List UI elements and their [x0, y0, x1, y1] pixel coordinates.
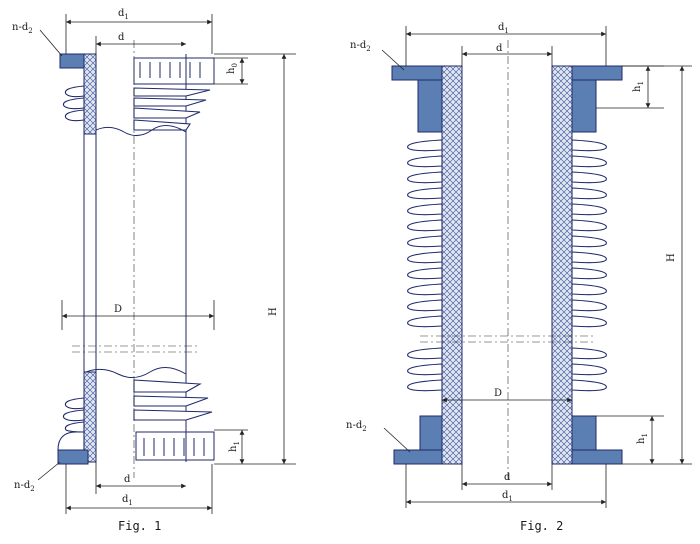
fig2-n-d2-bottom-label: n-d2: [346, 420, 367, 433]
fig1-caption: Fig. 1: [118, 519, 161, 533]
fig2-top-flange-right: [571, 65, 623, 81]
fig2-bottom-flange-left: [393, 449, 445, 465]
fig1-h1-label: h1: [228, 441, 241, 452]
fig1-n-d2-top-label: n-d2: [12, 22, 33, 35]
fig1-d-top-label: d: [118, 32, 125, 43]
fig1-break-top: [95, 125, 187, 136]
fig2-caption: Fig. 2: [520, 519, 563, 533]
fig1-left-sheds-top: [62, 85, 85, 122]
fig2-H-label: H: [666, 253, 677, 262]
fig1-n-d2-bottom-leader: [37, 461, 61, 481]
fig2-wall-right: [551, 65, 573, 465]
fig1-top-sheds: [133, 87, 211, 131]
fig2-d1-bottom-label: d1: [502, 490, 513, 503]
fig1-break-bottom: [85, 367, 187, 378]
fig2-top-flange-left: [391, 65, 443, 81]
fig2-D-label: D: [494, 388, 502, 399]
fig2-d1-top-label: d1: [498, 22, 509, 35]
fig1-left-wall-top: [83, 53, 97, 135]
fig2-d-top-label: d: [496, 43, 503, 54]
fig1-left-wall-bottom: [83, 371, 97, 463]
fig1-bottom-cap: [135, 431, 215, 461]
figure-2: n-d2 d1 d h1 H D n-d2 h1 d d1 Fig. 2: [346, 22, 692, 533]
fig1-d-bottom-label: d: [124, 474, 131, 485]
fig1-top-fins: [139, 62, 201, 78]
fig2-n-d2-bottom-leader: [383, 427, 411, 453]
fig1-n-d2-bottom-label: n-d2: [14, 480, 35, 493]
fig1-bottom-sheds: [133, 379, 213, 421]
fig1-H-label: H: [268, 307, 279, 316]
fig2-wall-left: [441, 65, 463, 465]
fig2-top-hub-right: [571, 79, 597, 133]
fig1-bottom-flange: [57, 449, 89, 465]
fig2-h1-top-label: h1: [632, 81, 645, 92]
fig1-bottom-fins: [143, 438, 205, 456]
fig2-top-hub-left: [417, 79, 443, 133]
fig2-bottom-flange-right: [571, 449, 623, 465]
fig1-left-sheds-bottom: [62, 397, 85, 433]
fig2-d-bottom-label: d: [504, 472, 511, 483]
fig2-n-d2-top-leader: [381, 49, 405, 71]
fig2-sheds-right: [571, 139, 607, 392]
fig2-h1-bottom-label: h1: [636, 433, 649, 444]
fig1-h0-label: h0: [226, 63, 239, 74]
fig1-D-label: D: [114, 304, 122, 315]
figure-1: n-d2 d1 d h0 H D h1 n-d2 d d1 Fig. 1: [12, 8, 296, 533]
fig1-d1-top-label: d1: [118, 8, 129, 21]
fig2-n-d2-top-label: n-d2: [350, 40, 371, 53]
fig1-n-d2-top-leader: [39, 29, 63, 57]
fig2-bottom-hub-left: [419, 415, 443, 451]
fig2-bottom-hub-right: [571, 415, 597, 451]
fig1-d1-bottom-label: d1: [122, 494, 133, 507]
fig1-top-cap: [133, 57, 215, 85]
fig1-bottom-boss: [57, 431, 85, 451]
fig2-sheds-left: [407, 139, 443, 392]
